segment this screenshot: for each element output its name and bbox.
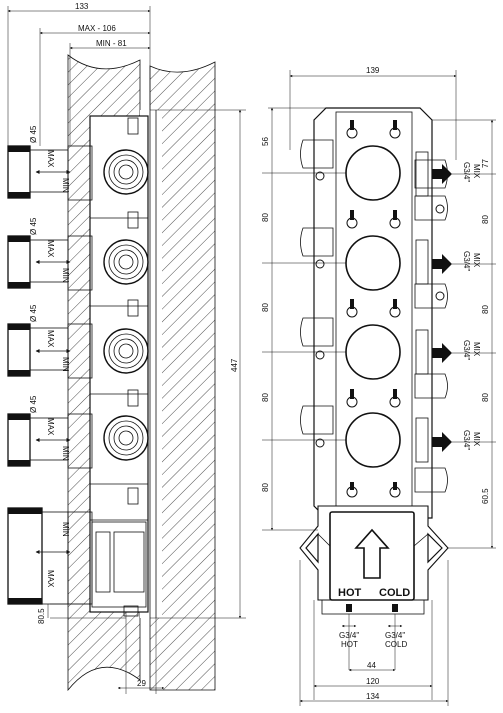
knob-2 (7, 235, 93, 291)
box-label-hot: HOT (338, 587, 362, 599)
cartridge-4 (103, 415, 149, 461)
outlet-mix-4: MIX (472, 432, 481, 447)
valve-1 (300, 120, 448, 214)
label-min-4: MIN (61, 446, 70, 461)
dim-right-3: 80 (481, 393, 490, 402)
outlet-mix-2: MIX (472, 253, 481, 268)
dim-dia-3: Ø 45 (29, 304, 38, 322)
dim-right-2: 80 (481, 305, 490, 314)
cartridge-2 (103, 239, 149, 285)
outlet-mix-3: MIX (472, 342, 481, 357)
inlet-hot-thread: G3/4" (339, 631, 359, 640)
valve-2 (300, 195, 448, 291)
dim-pitch-4: 80 (261, 483, 270, 492)
dim-overall-width: 133 (75, 2, 89, 11)
label-min-3: MIN (61, 357, 70, 372)
dim-dia-2: Ø 45 (29, 217, 38, 235)
box-label-cold: COLD (379, 587, 410, 599)
dim-box-width: 120 (366, 677, 380, 686)
outlet-thread-2: G3/4" (462, 251, 471, 271)
front-view: G3/4" MIX G3/4" MIX G3/4" MIX G3/4" MIX … (261, 66, 496, 706)
outlet-thread-1: G3/4" (462, 162, 471, 182)
inlet-hot-label: HOT (341, 640, 358, 649)
label-min-1: MIN (61, 178, 70, 193)
inlet-cold-thread: G3/4" (385, 631, 405, 640)
dim-top-offset: 56 (261, 137, 270, 146)
dim-bottom-offset: 80.5 (37, 608, 46, 624)
wall-section-right (149, 61, 216, 691)
label-max-1: MAX (46, 150, 55, 168)
dim-top-width: 139 (366, 66, 380, 75)
side-view: MAX MIN MAX MIN MAX MIN MAX MIN MIN MAX … (7, 2, 246, 694)
dim-max-depth: MAX - 106 (78, 24, 116, 33)
dim-min-depth: MIN - 81 (96, 39, 127, 48)
label-max-3: MAX (46, 330, 55, 348)
dim-pitch-2: 80 (261, 303, 270, 312)
dim-dia-1: Ø 45 (29, 125, 38, 143)
dim-height: 447 (230, 358, 239, 372)
cartridge-1 (103, 149, 149, 195)
dim-right-bottom: 60.5 (481, 488, 490, 504)
label-max-5: MAX (46, 570, 55, 588)
diverter-box: HOT COLD (299, 505, 449, 615)
outlet-mix-1: MIX (472, 164, 481, 179)
dim-pitch-3: 80 (261, 393, 270, 402)
label-max-2: MAX (46, 240, 55, 258)
dim-pitch-1: 80 (261, 213, 270, 222)
dim-right-1: 80 (481, 215, 490, 224)
dim-overall-width-front: 134 (366, 692, 380, 701)
valve-4 (300, 373, 448, 498)
cartridge-3 (103, 328, 149, 374)
outlet-thread-4: G3/4" (462, 430, 471, 450)
dim-wall-offset: 29 (137, 679, 146, 688)
outlet-thread-3: G3/4" (462, 340, 471, 360)
travel-indicators (35, 170, 71, 554)
dim-hot-cold-spacing: 44 (367, 661, 376, 670)
side-body (89, 115, 149, 613)
max-min-labels: MAX MIN MAX MIN MAX MIN MAX MIN MIN MAX (46, 150, 70, 588)
label-min-5: MIN (61, 522, 70, 537)
dim-dia-4: Ø 45 (29, 395, 38, 413)
mix-outlet-arrows (432, 164, 452, 452)
mix-outlet-labels: G3/4" MIX G3/4" MIX G3/4" MIX G3/4" MIX (462, 162, 481, 450)
label-max-4: MAX (46, 418, 55, 436)
dim-right-top: 77 (481, 159, 490, 168)
inlet-cold-label: COLD (385, 640, 407, 649)
knob-diverter (7, 507, 93, 605)
label-min-2: MIN (61, 268, 70, 283)
